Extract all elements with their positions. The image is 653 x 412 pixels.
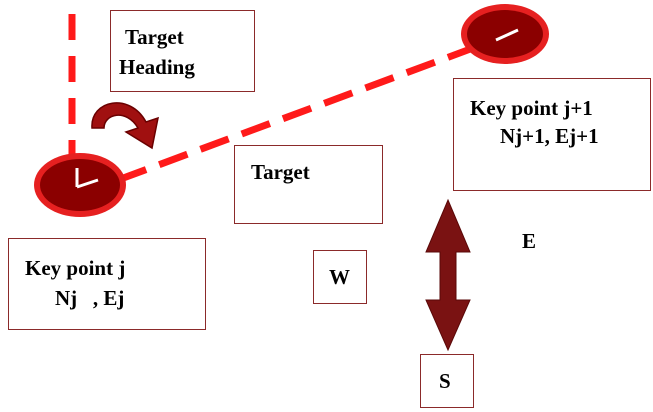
west-label: W xyxy=(329,265,350,289)
key-point-j1-box: Key point j+1 Nj+1, Ej+1 xyxy=(453,78,651,191)
key-point-j1-title: Key point j+1 xyxy=(470,96,593,120)
target-heading-curved-arrow-icon xyxy=(91,102,159,150)
key-point-j-title: Key point j xyxy=(25,256,126,280)
target-heading-box: Target Heading xyxy=(110,10,255,92)
key-point-j-coords: Nj , Ej xyxy=(55,286,125,310)
path-dashed-line xyxy=(116,34,502,184)
north-south-double-arrow-icon xyxy=(425,198,471,352)
west-box: W xyxy=(313,250,367,304)
south-box: S xyxy=(420,354,474,408)
target-label: Target xyxy=(251,160,310,184)
key-point-j1-marker xyxy=(461,4,549,64)
key-point-j-box: Key point j Nj , Ej xyxy=(8,238,206,330)
target-heading-line-1: Target xyxy=(125,25,184,49)
key-point-j-marker xyxy=(34,153,126,217)
east-label: E xyxy=(522,229,537,253)
target-heading-line-2: Heading xyxy=(119,55,195,79)
target-box: Target xyxy=(234,145,383,224)
south-label: S xyxy=(439,369,451,393)
key-point-j1-coords: Nj+1, Ej+1 xyxy=(500,124,599,148)
